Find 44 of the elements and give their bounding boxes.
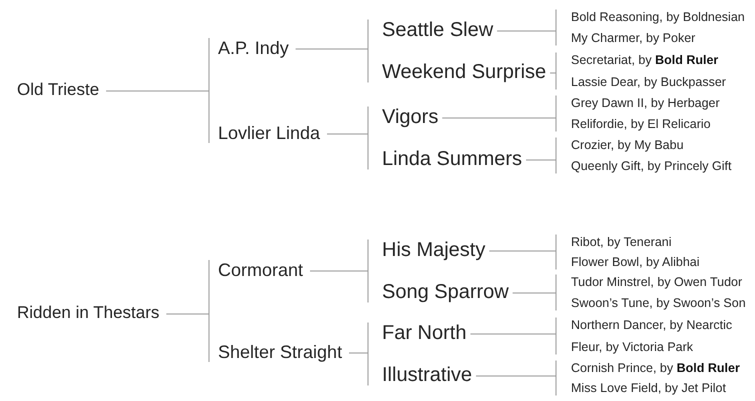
- horse-name: Lovlier Linda: [218, 123, 320, 143]
- connector-line: [310, 270, 368, 303]
- horse-name: Lassie Dear, by Buckpasser: [571, 74, 726, 90]
- connector-line: [106, 90, 210, 144]
- horse-name: Shelter Straight: [218, 342, 342, 362]
- horse-name: Crozier, by My Babu: [571, 138, 684, 152]
- horse-name: Song Sparrow: [382, 282, 509, 302]
- horse-name: Weekend Surprise: [382, 62, 546, 82]
- horse-name: Tudor Minstrel, by Owen Tudor: [571, 274, 742, 290]
- horse-name: Fleur, by Victoria Park: [571, 340, 694, 354]
- connector-line: [488, 250, 556, 270]
- horse-name: Illustrative: [382, 364, 472, 386]
- horse-name: A.P. Indy: [218, 38, 289, 58]
- horse-name: Far North: [382, 322, 466, 344]
- horse-name: Linda Summers: [382, 148, 522, 170]
- connector-line: [476, 376, 556, 396]
- horse-name: My Charmer, by Poker: [571, 30, 696, 46]
- connector-line: [496, 30, 556, 46]
- connector-line: [326, 134, 368, 170]
- horse-name: Cornish Prince, by Bold Ruler: [571, 360, 740, 376]
- connector-line: [512, 292, 556, 311]
- connector-line: [470, 334, 556, 355]
- horse-name: Relifordie, by El Relicario: [571, 116, 711, 132]
- horse-name: Northern Dancer, by Nearctic: [571, 318, 732, 332]
- horse-name: Ridden in Thestars: [17, 303, 160, 323]
- horse-name: Bold Reasoning, by Boldnesian: [571, 10, 745, 24]
- horse-name: Flower Bowl, by Alibhai: [571, 254, 700, 270]
- connector-line: [442, 118, 556, 132]
- horse-name: Vigors: [382, 106, 438, 128]
- connector-line: [526, 160, 556, 174]
- connector-line: [295, 48, 368, 83]
- horse-name: Seattle Slew: [382, 20, 494, 40]
- horse-name: Ribot, by Tenerani: [571, 234, 672, 250]
- horse-name: His Majesty: [382, 240, 486, 260]
- horse-name: Queenly Gift, by Princely Gift: [571, 158, 732, 174]
- horse-name: Secretariat, by Bold Ruler: [571, 52, 718, 68]
- connector-line: [550, 72, 556, 90]
- horse-name: Miss Love Field, by Jet Pilot: [571, 380, 726, 396]
- connector-line: [166, 314, 210, 362]
- horse-name: Grey Dawn II, by Herbager: [571, 96, 720, 110]
- horse-name: Cormorant: [218, 260, 304, 280]
- connector-line: [348, 352, 368, 386]
- horse-name: Old Trieste: [17, 80, 100, 100]
- horse-name: Swoon’s Tune, by Swoon’s Son: [571, 296, 746, 310]
